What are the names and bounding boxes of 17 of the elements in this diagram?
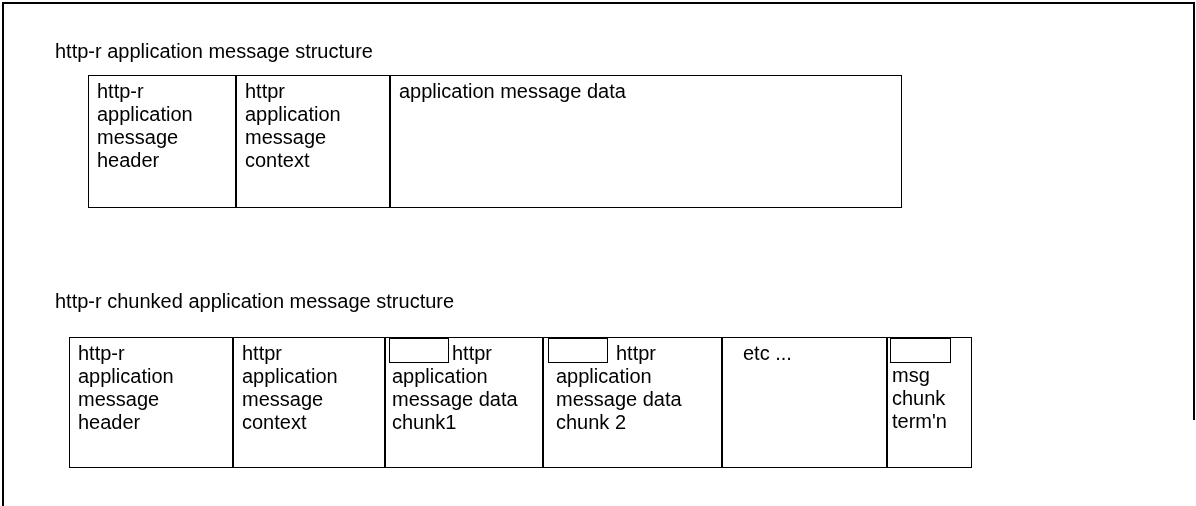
field-text: httpr application message data chunk 2 bbox=[556, 342, 683, 434]
empty-box bbox=[548, 338, 608, 363]
structure-heading: http-r application message structure bbox=[55, 40, 373, 63]
message-field-cell: application message data bbox=[390, 75, 902, 208]
message-field-cell bbox=[385, 337, 543, 468]
message-field-cell bbox=[543, 337, 722, 468]
message-field-cell: httpr application message context bbox=[236, 75, 390, 208]
empty-box bbox=[890, 338, 951, 363]
message-field-cell bbox=[887, 337, 972, 468]
structure-heading: http-r chunked application message structure bbox=[55, 290, 455, 313]
message-field-cell: httpr application message context bbox=[233, 337, 385, 468]
field-text: msg chunk term'n bbox=[892, 363, 948, 433]
empty-box bbox=[389, 338, 449, 363]
field-text: httpr application message data chunk1 bbox=[392, 342, 519, 434]
message-field-cell: http-r application message header bbox=[88, 75, 236, 208]
message-field-cell: http-r application message header bbox=[69, 337, 233, 468]
message-field-cell: etc ... bbox=[722, 337, 887, 468]
